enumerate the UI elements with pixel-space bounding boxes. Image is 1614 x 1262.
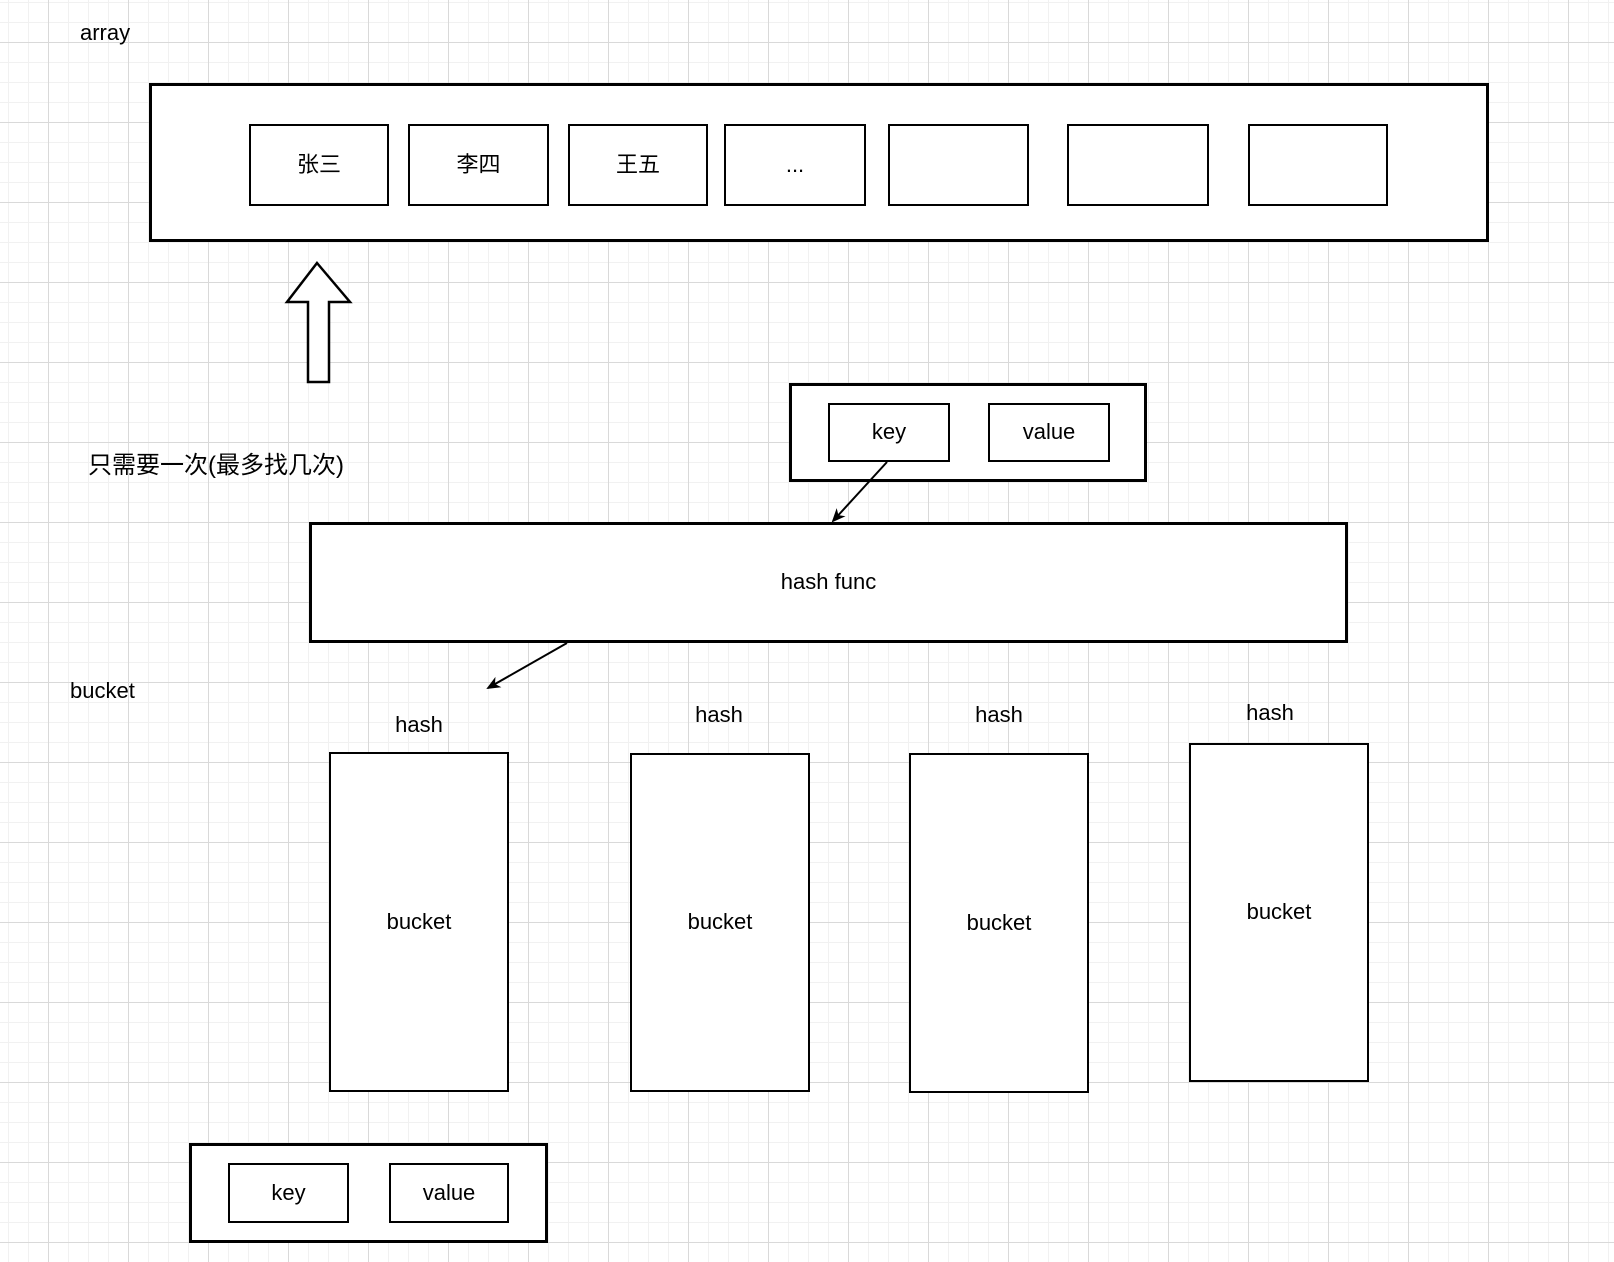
note-label[interactable]: 只需要一次(最多找几次) (88, 452, 344, 479)
array-cell-2-text: 王五 (615, 151, 660, 177)
kv-bottom-value-box[interactable]: value (389, 1163, 509, 1223)
array-cell-4[interactable] (888, 124, 1029, 206)
hash-label-2[interactable]: hash (975, 702, 1023, 727)
hash-label-3[interactable]: hash (1246, 700, 1294, 725)
hash-label-1[interactable]: hash (695, 702, 743, 727)
bucket-box-2[interactable]: bucket (909, 753, 1089, 1093)
bucket-box-0-text: bucket (386, 908, 452, 934)
arrow-hash-func-to-bucket[interactable] (486, 642, 568, 689)
array-label[interactable]: array (80, 20, 131, 45)
bucket-box-1-text: bucket (687, 909, 753, 935)
kv-bottom-key-box[interactable]: key (228, 1163, 349, 1223)
hash-label-0[interactable]: hash (395, 712, 443, 737)
hash-func-box[interactable]: hash func (309, 522, 1348, 643)
array-cell-6[interactable] (1248, 124, 1388, 206)
array-cell-3[interactable]: ... (724, 124, 866, 206)
bucket-box-1[interactable]: bucket (630, 753, 810, 1092)
array-cell-0-text: 张三 (296, 151, 341, 177)
kv-bottom-value-text: value (422, 1179, 476, 1205)
kv-top-value-text: value (1022, 419, 1076, 445)
bucket-box-3[interactable]: bucket (1189, 743, 1369, 1082)
array-cell-2[interactable]: 王五 (568, 124, 708, 206)
bucket-box-2-text: bucket (966, 909, 1032, 935)
array-cell-5[interactable] (1067, 124, 1209, 206)
kv-top-value-box[interactable]: value (988, 403, 1110, 462)
kv-top-key-text: key (871, 419, 907, 445)
array-cell-0[interactable]: 张三 (249, 124, 389, 206)
kv-top-key-box[interactable]: key (828, 403, 950, 462)
array-cell-1[interactable]: 李四 (408, 124, 549, 206)
bucket-box-3-text: bucket (1246, 899, 1312, 925)
up-block-arrow-icon[interactable] (281, 255, 357, 389)
bucket-box-0[interactable]: bucket (329, 752, 509, 1092)
array-cell-1-text: 李四 (456, 151, 501, 177)
array-cell-3-text: ... (785, 151, 805, 177)
bucket-section-label[interactable]: bucket (70, 678, 135, 703)
kv-bottom-key-text: key (271, 1179, 306, 1205)
hash-func-text: hash func (780, 569, 877, 595)
